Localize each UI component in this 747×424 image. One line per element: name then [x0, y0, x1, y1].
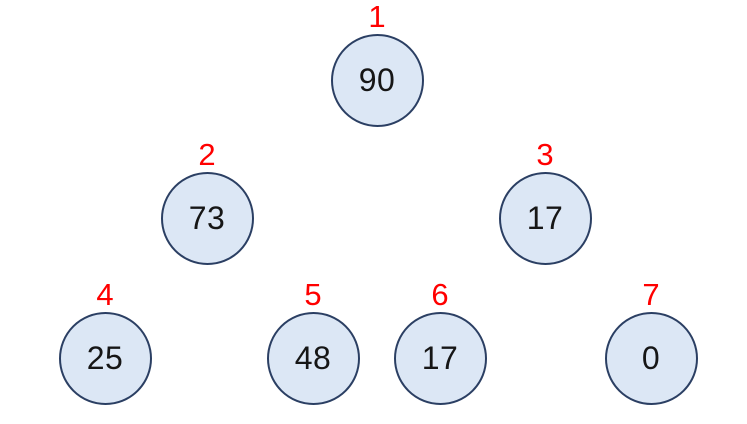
tree-node-3: 3 17 [498, 139, 592, 265]
node-index-label: 3 [536, 137, 554, 172]
node-value: 73 [188, 200, 226, 236]
node-circle: 73 [160, 172, 254, 265]
node-value: 90 [358, 62, 396, 98]
node-value: 17 [526, 200, 564, 236]
node-index-label: 5 [304, 277, 322, 312]
tree-node-5: 5 48 [266, 279, 360, 405]
node-value: 17 [421, 340, 459, 376]
tree-node-7: 7 0 [604, 279, 698, 405]
node-value: 0 [641, 340, 661, 376]
node-value: 25 [86, 340, 124, 376]
node-circle: 90 [330, 34, 424, 127]
node-index-label: 1 [368, 0, 386, 34]
node-circle: 17 [498, 172, 592, 265]
tree-node-4: 4 25 [58, 279, 152, 405]
node-circle: 17 [393, 312, 487, 405]
node-circle: 25 [58, 312, 152, 405]
node-value: 48 [294, 340, 332, 376]
tree-node-2: 2 73 [160, 139, 254, 265]
tree-node-6: 6 17 [393, 279, 487, 405]
node-circle: 0 [604, 312, 698, 405]
node-index-label: 7 [642, 277, 660, 312]
node-index-label: 2 [198, 137, 216, 172]
node-circle: 48 [266, 312, 360, 405]
tree-node-1: 1 90 [330, 1, 424, 127]
node-index-label: 6 [431, 277, 449, 312]
node-index-label: 4 [96, 277, 114, 312]
